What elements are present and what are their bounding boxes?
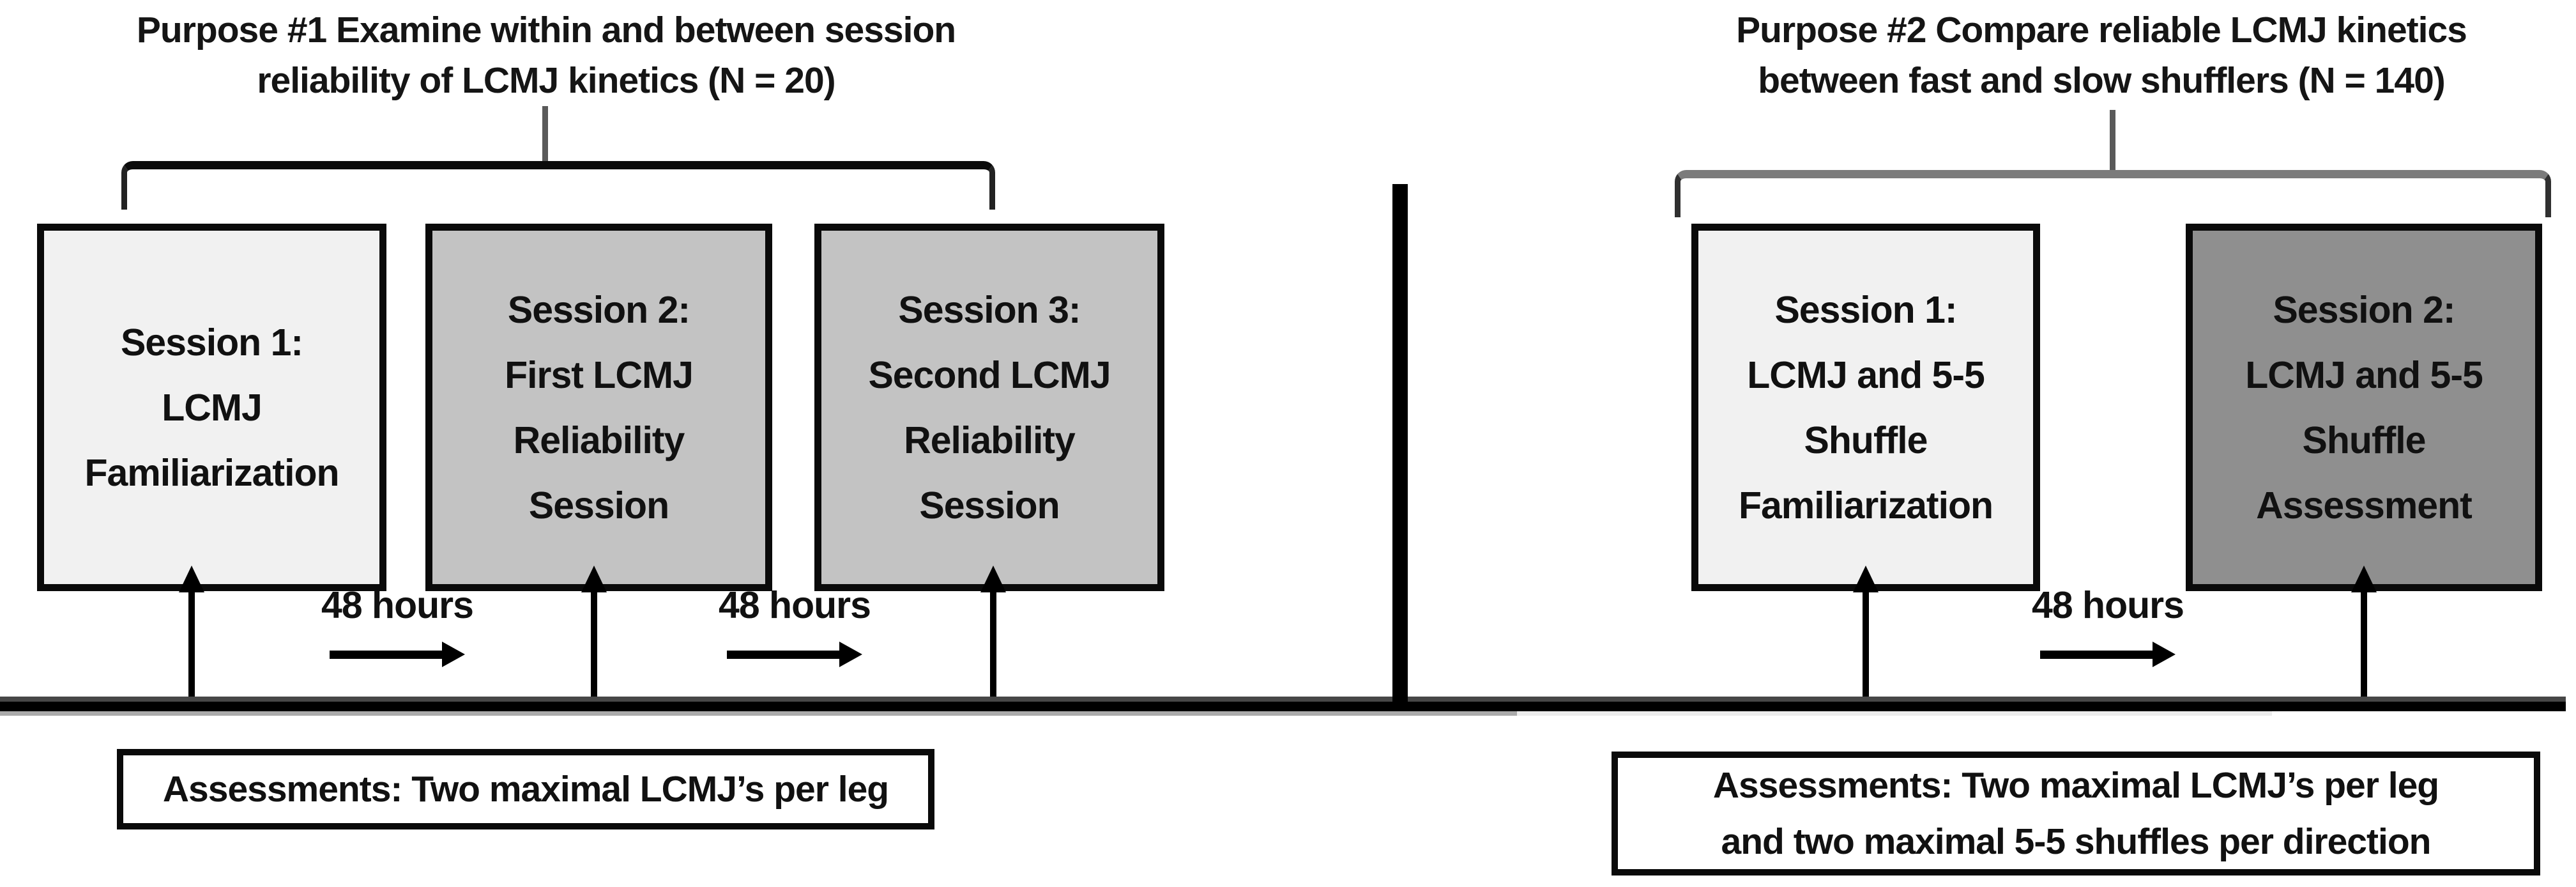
- arrow-stem: [2361, 592, 2367, 702]
- timeline-shadow-left: [0, 711, 1517, 716]
- purpose2-title: Purpose #2 Compare reliable LCMJ kinetic…: [1736, 10, 2467, 101]
- interval-48h-3: 48 hours: [1999, 585, 2216, 667]
- session-box-p1-s2: Session 2: First LCMJ Reliability Sessio…: [425, 224, 772, 591]
- arrow-stem: [591, 592, 597, 702]
- interval-label: 48 hours: [719, 584, 871, 626]
- up-arrow-icon: [580, 566, 608, 702]
- interval-48h-1: 48 hours: [289, 585, 506, 667]
- arrowhead-icon: [980, 566, 1006, 592]
- session-box-p1-s3: Session 3: Second LCMJ Reliability Sessi…: [814, 224, 1164, 591]
- arrowhead-icon: [179, 566, 204, 592]
- purpose2-brace-stem: [2110, 110, 2115, 171]
- up-arrow-icon: [1852, 566, 1880, 702]
- arrow-stem: [1863, 592, 1869, 702]
- arrow-stem: [188, 592, 195, 702]
- up-arrow-icon: [2350, 566, 2378, 702]
- arrowhead-icon: [1853, 566, 1879, 592]
- arrow-shaft: [330, 650, 442, 659]
- session-box-p2-s2: Session 2: LCMJ and 5-5 Shuffle Assessme…: [2186, 224, 2542, 591]
- assessment-box-p1: Assessments: Two maximal LCMJ’s per leg: [117, 749, 934, 829]
- purpose1-brace-stem: [542, 106, 548, 166]
- arrowhead-icon: [2351, 566, 2377, 592]
- interval-label: 48 hours: [321, 584, 474, 626]
- purpose2-brace: [1675, 170, 2551, 217]
- session-box-p1-s1: Session 1: LCMJ Familiarization: [37, 224, 386, 591]
- timeline-shadow-right: [1517, 711, 2272, 716]
- arrowhead-icon: [2153, 642, 2176, 667]
- right-arrow-icon: [2040, 642, 2176, 667]
- timeline-divider: [1392, 184, 1408, 711]
- arrow-shaft: [727, 650, 839, 659]
- purpose1-brace: [121, 161, 995, 210]
- arrowhead-icon: [839, 642, 862, 667]
- up-arrow-icon: [178, 566, 206, 702]
- arrow-stem: [990, 592, 996, 702]
- arrowhead-icon: [581, 566, 607, 592]
- session-box-p2-s1: Session 1: LCMJ and 5-5 Shuffle Familiar…: [1691, 224, 2040, 591]
- timeline: [0, 702, 2566, 711]
- interval-label: 48 hours: [2032, 584, 2184, 626]
- right-arrow-icon: [727, 642, 862, 667]
- interval-48h-2: 48 hours: [686, 585, 903, 667]
- up-arrow-icon: [979, 566, 1007, 702]
- purpose1-title: Purpose #1 Examine within and between se…: [136, 10, 956, 101]
- right-arrow-icon: [330, 642, 465, 667]
- arrowhead-icon: [442, 642, 465, 667]
- arrow-shaft: [2040, 650, 2153, 659]
- timeline-upper-edge: [0, 697, 2566, 702]
- assessment-box-p2: Assessments: Two maximal LCMJ’s per leg …: [1612, 752, 2540, 875]
